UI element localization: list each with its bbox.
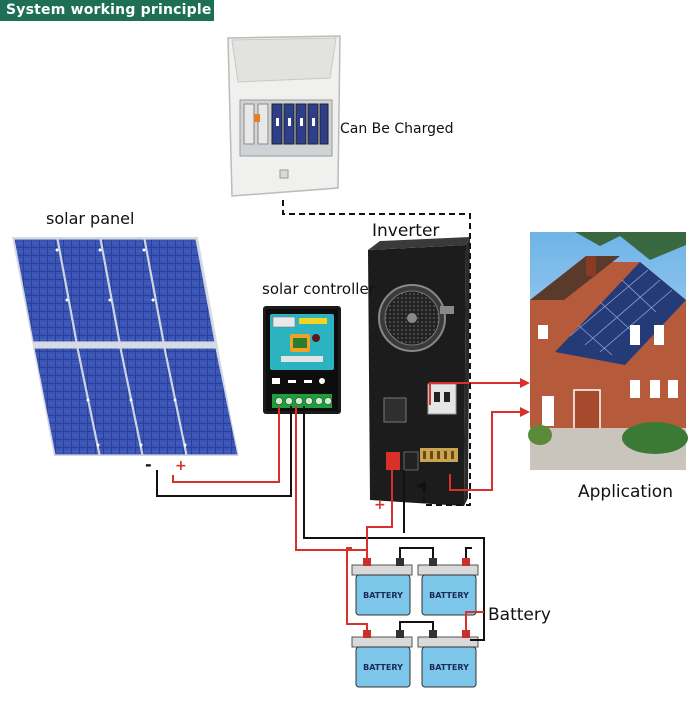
label-battery: Battery (488, 605, 551, 625)
battery-link-bottom-right (465, 611, 484, 630)
battery-link-series (346, 547, 368, 630)
label-solar-controller: solar controller (262, 280, 375, 298)
panel-plus-sign: + (175, 458, 187, 474)
label-inverter: Inverter (372, 221, 440, 241)
house-image (528, 232, 688, 470)
label-application: Application (578, 482, 673, 502)
battery-2: BATTERY (417, 558, 479, 616)
battery-3: BATTERY (351, 630, 413, 688)
wire-panel-positive (172, 406, 280, 483)
wire-controller-battery-positive (295, 406, 368, 560)
solar-controller (263, 306, 341, 414)
wire-dashed-grid (282, 200, 471, 506)
label-solar-panel: solar panel (46, 209, 135, 228)
battery-1: BATTERY (351, 558, 413, 616)
battery-4: BATTERY (417, 630, 479, 688)
solar-panel (12, 237, 239, 456)
distribution-box (227, 35, 341, 197)
battery-label: BATTERY (429, 591, 469, 600)
battery-link-bottom (399, 621, 434, 630)
panel-minus-sign: - (145, 455, 152, 474)
label-can-be-charged: Can Be Charged (340, 121, 454, 137)
battery-bank: BATTERY BATTERY BATTERY BATTERY (351, 558, 479, 688)
battery-label: BATTERY (429, 663, 469, 672)
battery-link-top (399, 547, 434, 558)
wire-inverter-battery-positive (366, 470, 393, 560)
battery-label: BATTERY (363, 663, 403, 672)
diagram-title: System working principle (6, 2, 212, 18)
wire-controller-battery-negative (303, 406, 485, 641)
wire-inverter-house-upper (429, 378, 530, 405)
wire-inverter-house-lower (449, 407, 530, 491)
header-bar: System working principle (0, 0, 214, 21)
battery-link-mid-right (465, 547, 472, 558)
inverter (368, 237, 470, 506)
wire-panel-negative (156, 406, 292, 497)
inverter-plus-sign: + (374, 497, 386, 513)
battery-label: BATTERY (363, 591, 403, 600)
